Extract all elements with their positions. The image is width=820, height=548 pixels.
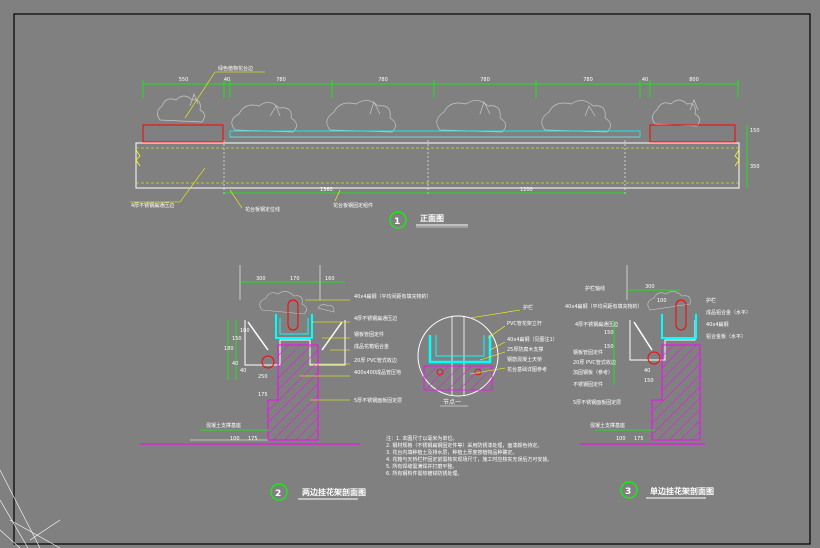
s2-title: 两边挂花架剖面图 bbox=[302, 487, 366, 497]
s3-callout-11: 5厚不锈钢面板固定层 bbox=[573, 399, 621, 406]
detail-callout-1: 护栏 bbox=[523, 304, 533, 311]
detail-callout-5: 钢筋混凝土天桥 bbox=[507, 356, 542, 363]
s3-title: 单边挂花架剖面图 bbox=[650, 486, 714, 496]
s3-callout-10: 不锈钢固定件 bbox=[573, 381, 603, 388]
elev-top-label: 绿色植物花台边 bbox=[218, 65, 253, 72]
drawing-frame bbox=[13, 13, 811, 545]
elev-dim-6: 780 bbox=[583, 77, 593, 83]
s2-callout-1: 40x4扁钢（平均间距有填充物的） bbox=[354, 293, 432, 300]
s3-bottom-dim-2: 175 bbox=[634, 436, 644, 442]
s3-callout-5: 40x4扁钢 bbox=[706, 321, 729, 328]
elev-bottom-label-1: 4厚不锈钢扁通压边 bbox=[131, 202, 174, 209]
s3-left-dim-2: 150 bbox=[604, 344, 614, 350]
elev-bottom-label-2: 花台板钢定位线 bbox=[245, 206, 280, 213]
s3-title-number: 3 bbox=[625, 487, 631, 497]
elev-right-dim-2: 350 bbox=[750, 164, 760, 170]
s3-callout-3: 4厚不锈钢扁通压边 bbox=[575, 321, 618, 328]
s2-callout-2: 4厚不锈钢扁通压边 bbox=[354, 315, 397, 322]
s2-title-number: 2 bbox=[275, 489, 281, 499]
s2-bottom-dim-1: 100 bbox=[230, 436, 240, 442]
note-line-4: 4. 花箱与天桥栏杆固定前需核实现场尺寸，施工时应核实无误后方可安装。 bbox=[386, 456, 552, 463]
elev-bottom-label-3: 花台板钢固定组件 bbox=[333, 202, 373, 209]
note-line-2: 2. 钢材规格（不锈钢扁钢固定件等）采用防锈漆处理，面漆颜色待定。 bbox=[386, 442, 542, 449]
s2-callout-6: 400x400成品管压地 bbox=[354, 369, 401, 376]
s2-top-dim-3: 160 bbox=[325, 276, 335, 282]
elev-dim-4: 780 bbox=[378, 77, 388, 83]
s3-callout-7: 钢板管固定件 bbox=[573, 349, 603, 356]
elev-title: 正面图 bbox=[420, 214, 444, 223]
s3-callout-6: 铝合金板（水平） bbox=[706, 333, 746, 340]
elev-dim-7: 40 bbox=[642, 77, 648, 83]
elev-title-number: 1 bbox=[394, 217, 400, 227]
s3-callout-4: 成品铝合金（水平） bbox=[706, 309, 751, 316]
planter-right bbox=[649, 124, 736, 143]
note-line-5: 5. 所有焊缝需满焊并打磨平整。 bbox=[386, 463, 457, 470]
s3-top-dim-1: 300 bbox=[645, 284, 655, 290]
s2-top-dim-1: 300 bbox=[256, 276, 266, 282]
bridge-beam bbox=[135, 142, 740, 189]
section-one-sided: 护栏轴线 300 100 150 150 40 150 100 175 混凝土支撑基座… bbox=[565, 265, 751, 499]
s2-left-dim-2: 150 bbox=[232, 336, 242, 342]
s2-bottom-dim-2: 175 bbox=[248, 436, 258, 442]
detail-callout-3: 40x4扁钢（见图注1） bbox=[507, 336, 558, 343]
s2-top-dim-2: 170 bbox=[290, 276, 300, 282]
s2-callout-7: 5厚不锈钢面板固定层 bbox=[354, 397, 402, 404]
detail-node: 护栏 PVC管花架立杆 40x4扁钢（见图注1） 25厚防腐木支撑钢筋混凝土天桥花台基… bbox=[417, 304, 558, 407]
s2-callout-3: 钢板管固定件 bbox=[354, 331, 384, 338]
s3-callout-8: 20厚 PVC管式收边 bbox=[573, 359, 616, 366]
s2-left-dim-1: 180 bbox=[224, 346, 234, 352]
s3-callout-1: 护栏 bbox=[706, 297, 716, 304]
construction-lines bbox=[0, 469, 61, 548]
s2-callout-5: 20厚 PVC管式收边 bbox=[354, 357, 397, 364]
elev-lower-dim-2: 1200 bbox=[520, 187, 533, 193]
detail-label: 节点一 bbox=[443, 398, 461, 406]
note-line-3: 3. 花台内填种植土及排水层，种植土厚度按植物品种确定。 bbox=[386, 449, 517, 456]
elevation-view: 550 40 780 780 780 780 40 800 bbox=[130, 65, 760, 229]
s3-left-dim-3: 40 bbox=[644, 368, 650, 374]
s2-left-dim-3: 100 bbox=[240, 328, 250, 334]
note-line-6: 6. 所有钢构件需热镀锌防锈处理。 bbox=[386, 470, 462, 477]
s3-top-dim-2: 100 bbox=[657, 298, 667, 304]
s2-left-dim-6: 250 bbox=[258, 374, 268, 380]
elev-right-dim-1: 150 bbox=[750, 128, 760, 134]
s3-callout-2: 40x4扁钢（平均间距有填充物的） bbox=[565, 303, 643, 310]
s2-left-dim-7: 175 bbox=[258, 392, 268, 398]
s3-top-label: 护栏轴线 bbox=[585, 285, 605, 292]
s2-left-dim-5: 40 bbox=[240, 368, 246, 374]
s3-callout-9: 加固钢板（参考） bbox=[573, 369, 613, 376]
note-line-1: 注：1. 本图尺寸以毫米为单位。 bbox=[386, 435, 457, 442]
s3-left-dim-1: 150 bbox=[604, 330, 614, 336]
s2-ground-label: 混凝土支撑基座 bbox=[206, 422, 241, 429]
shrub-row bbox=[157, 92, 700, 133]
s2-left-dim-4: 40 bbox=[232, 361, 238, 367]
s2-callout-4: 成品花箱铝合金 bbox=[354, 343, 389, 350]
s3-left-dim-4: 150 bbox=[644, 378, 654, 384]
s3-ground-label: 混凝土支撑基座 bbox=[590, 422, 625, 429]
general-notes: 注：1. 本图尺寸以毫米为单位。2. 钢材规格（不锈钢扁钢固定件等）采用防锈漆处… bbox=[386, 435, 552, 477]
detail-callout-4: 25厚防腐木支撑 bbox=[507, 346, 543, 353]
detail-callout-2: PVC管花架立杆 bbox=[507, 320, 542, 327]
elev-dim-3: 780 bbox=[276, 77, 286, 83]
elev-dim-8: 800 bbox=[689, 77, 699, 83]
s3-bottom-dim-1: 100 bbox=[616, 436, 626, 442]
elev-dim-5: 780 bbox=[480, 77, 490, 83]
detail-callout-6: 花台基础详图参考 bbox=[507, 366, 547, 373]
elev-lower-dim-1: 1360 bbox=[320, 187, 333, 193]
elev-dim-1: 550 bbox=[179, 77, 189, 83]
planter-left bbox=[142, 124, 224, 143]
elev-dim-2: 40 bbox=[224, 77, 230, 83]
